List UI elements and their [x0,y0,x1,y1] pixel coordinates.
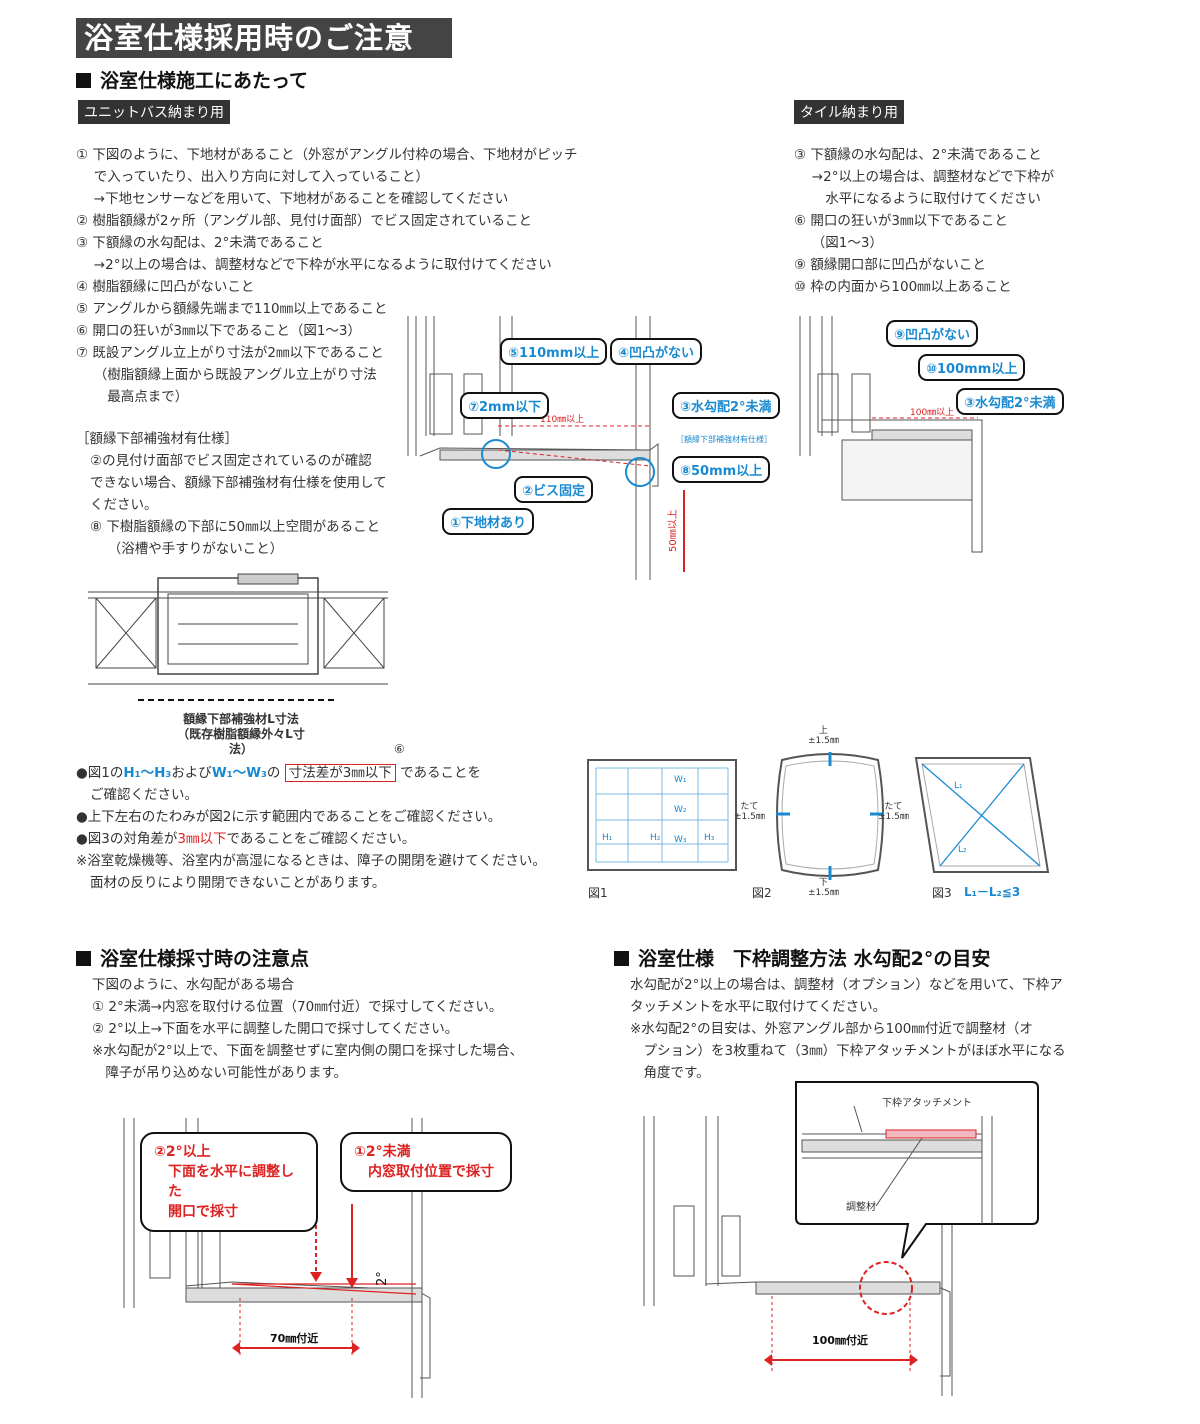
callout-screw: ②ビス固定 [514,476,594,503]
h1-label: H₁ [602,833,613,843]
page-title: 浴室仕様採用時のご注意 [76,18,452,58]
list-item: 角度です。 [630,1065,710,1081]
tile-tag: タイル納まり用 [794,100,904,124]
figure-1: W₁ W₂ W₃ H₁ H₂ H₃ [587,759,737,871]
list-item: ⑥ 開口の狂いが3㎜以下であること [794,213,1008,229]
list-item: →2°以上の場合は、調整材などで下枠が水平になるように取付けてください [76,257,552,273]
dim-100-near-label: 100㎜付近 [812,1333,868,1347]
list-item: タッチメントを水平に取付けてください。 [630,999,887,1015]
reinforce-small-label: ［額縁下部補強材有仕様］ [676,434,772,444]
square-bullet-icon [76,951,91,966]
list-item: ⑥ 開口の狂いが3㎜以下であること（図1～3） [76,323,362,339]
fig2-bottom-label: 下 ±1.5㎜ [808,878,839,898]
section3-items: 水勾配が2°以上の場合は、調整材（オプション）などを用いて、下枠ア タッチメント… [630,974,1066,1084]
tile-items: ③ 下額縁の水勾配は、2°未満であること →2°以上の場合は、調整材などで下枠が… [794,144,1054,298]
unitbath-tag: ユニットバス納まり用 [78,100,230,124]
list-item: できない場合、額縁下部補強材有仕様を使用して [90,475,387,491]
list-item: ※水勾配が2°以上で、下面を調整せずに室内側の開口を採寸した場合、 [92,1043,524,1059]
list-item: ③ 下額縁の水勾配は、2°未満であること [76,235,324,251]
callout-2mm: ⑦2mm以下 [460,392,550,419]
w1-label: W₁ [674,775,687,785]
list-item: （浴槽や手すりがないこと） [90,541,284,557]
list-item: ⑩ 枠の内面から100㎜以上あること [794,279,1012,295]
h2-label: H₂ [650,833,661,843]
dim-50-label: 50㎜以上 [667,509,679,552]
dim-110-label: 110㎜以上 [540,414,584,425]
fig2-caption: 図2 [752,886,772,900]
callout-no-unevenness: ④凹凸がない [610,338,703,365]
dimension-difference-box: 寸法差が3㎜以下 [284,764,396,782]
list-item: →2°以上の場合は、調整材などで下枠が [794,169,1055,185]
notes-block: ●図1のH₁～H₃およびW₁～W₃の 寸法差が3㎜以下 であることを ご確認くだ… [76,764,546,891]
l1-label: L₁ [954,781,963,791]
list-item: 障子が吊り込めない可能性があります。 [92,1065,348,1081]
adjustment-diagram: 100㎜付近 下枠アタッチメント 調整材 [643,1081,1039,1396]
fig2-top-label: 上 ±1.5㎜ [808,726,839,746]
list-item: ② 樹脂額縁が2ヶ所（アングル部、見付け面部）でビス固定されていること [76,213,533,229]
dim-100-label: 100㎜以上 [910,407,954,418]
list-item: ※水勾配2°の目安は、外窓アングル部から100㎜付近で調整材（オ [630,1021,1033,1037]
callout-under-2deg: ①2°未満 内窓取付位置で採寸 [340,1132,512,1192]
list-item: ②の見付け面部でビス固定されているのが確認 [90,453,372,469]
measurement-diagram: 70㎜付近 2° [123,1118,431,1398]
tile-section-diagram: 100㎜以上 [799,316,983,553]
reinforce-block: ［額縁下部補強材有仕様］ ②の見付け面部でビス固定されているのが確認 できない場… [76,428,387,560]
fig2-right-label: たて ±1.5㎜ [878,802,909,822]
list-item: ⑤ アングルから額縁先端まで110㎜以上であること [76,301,388,317]
fig3-formula: L₁－L₂≦3 [964,885,1021,899]
list-item: ① 下図のように、下地材があること（外窓がアングル付枠の場合、下地材がピッチ [76,147,578,163]
fig1-caption: 図1 [588,886,608,900]
list-item: （図1～3） [794,235,883,251]
list-item: →下地センサーなどを用いて、下地材があることを確認してください [76,191,509,207]
list-item: ③ 下額縁の水勾配は、2°未満であること [794,147,1042,163]
list-item: 下図のように、水勾配がある場合 [92,977,295,993]
callout-tile-no-unevenness: ⑨凹凸がない [886,320,979,347]
h3-label: H₃ [704,833,715,843]
callout-tile-slope: ③水勾配2°未満 [956,388,1064,415]
unitbath-section-diagram: 110㎜以上 50㎜以上 ［額縁下部補強材有仕様］ [407,316,772,580]
section3-heading: 浴室仕様 下枠調整方法 水勾配2°の目安 [614,944,990,971]
callout-slope: ③水勾配2°未満 [672,392,780,419]
callout-over-2deg: ②2°以上 下面を水平に調整した 開口で採寸 [140,1132,318,1232]
plan-view-diagram [88,573,388,701]
square-bullet-icon [76,73,91,88]
list-item: ください。 [90,497,158,513]
list-item: （樹脂額縁上面から既設アングル立上がり寸法 [76,367,377,383]
circle-6-marker: ⑥ [394,742,405,756]
list-item: で入っていたり、出入り方向に対して入っていること） [76,169,429,185]
callout-base-material: ①下地材あり [442,508,535,535]
callout-50mm: ⑧50mm以上 [672,456,771,483]
l2-label: L₂ [958,845,967,855]
unitbath-items: ① 下図のように、下地材があること（外窓がアングル付枠の場合、下地材がピッチ で… [76,144,577,408]
figure-2 [776,752,884,880]
plan-caption: 額縁下部補強材L寸法 （既存樹脂額縁外々L寸法） [177,712,305,756]
list-item: 最高点まで） [76,389,189,405]
dim-70-label: 70㎜付近 [270,1331,318,1345]
list-item: ⑧ 下樹脂額縁の下部に50㎜以上空間があること [90,519,381,535]
angle-label: 2° [375,1271,390,1286]
list-item: 水勾配が2°以上の場合は、調整材（オプション）などを用いて、下枠ア [630,977,1063,993]
attachment-label: 下枠アタッチメント [882,1096,972,1109]
list-item: ② 2°以上→下面を水平に調整した開口で採寸してください。 [92,1021,459,1037]
list-item: ① 2°未満→内窓を取付ける位置（70㎜付近）で採寸してください。 [92,999,503,1015]
callout-110mm: ⑤110mm以上 [500,338,608,365]
adjuster-label: 調整材 [846,1200,876,1213]
list-item: ⑨ 額縁開口部に凹凸がないこと [794,257,986,273]
w3-label: W₃ [674,835,687,845]
fig2-left-label: たて ±1.5㎜ [734,802,765,822]
reinforce-heading: ［額縁下部補強材有仕様］ [76,431,238,447]
section2-heading: 浴室仕様採寸時の注意点 [76,944,309,971]
figure-3: L₁ L₂ [914,757,1050,873]
section2-items: 下図のように、水勾配がある場合 ① 2°未満→内窓を取付ける位置（70㎜付近）で… [92,974,523,1084]
list-item: プション）を3枚重ねて（3㎜）下枠アタッチメントがほぼ水平になる [630,1043,1066,1059]
callout-tile-100mm: ⑩100mm以上 [918,354,1026,381]
square-bullet-icon [614,951,629,966]
list-item: ⑦ 既設アングル立上がり寸法が2㎜以下であること [76,345,384,361]
list-item: ④ 樹脂額縁に凹凸がないこと [76,279,255,295]
w2-label: W₂ [674,805,687,815]
list-item: 水平になるように取付けてください [794,191,1041,207]
fig3-caption: 図3 [932,886,952,900]
section1-heading: 浴室仕様施工にあたって [76,66,308,93]
